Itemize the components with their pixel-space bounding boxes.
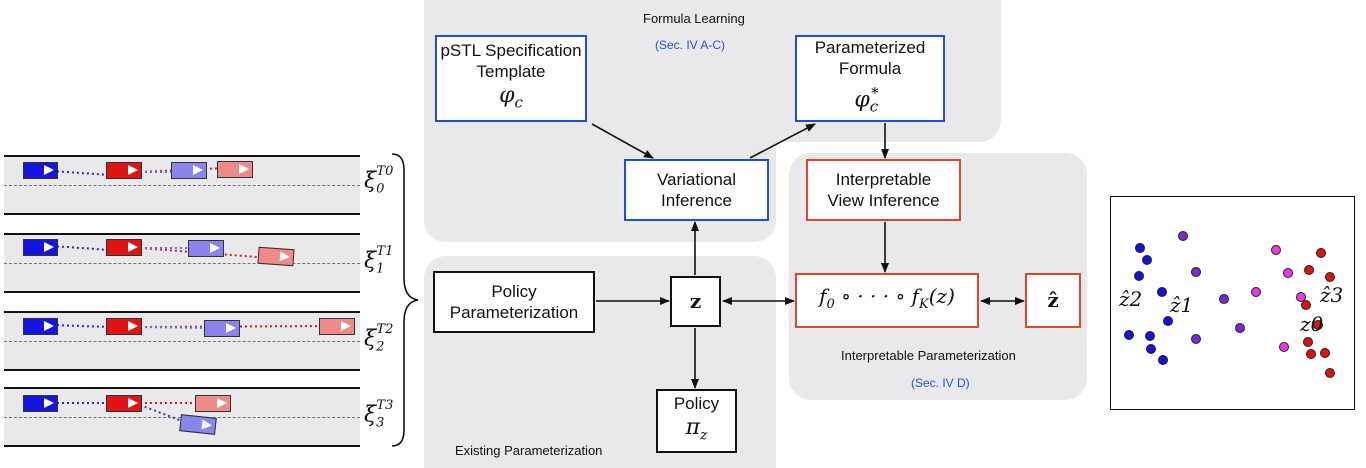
point-blue bbox=[1134, 271, 1144, 281]
point-blue bbox=[1146, 344, 1156, 354]
pstl-math: φc bbox=[499, 83, 523, 112]
view-inference-box: Interpretable View Inference bbox=[806, 159, 961, 221]
car-lblue-0 bbox=[171, 162, 207, 179]
point-blue bbox=[1142, 255, 1152, 265]
curly-brace bbox=[391, 153, 419, 447]
pstl-line1: pSTL Specification bbox=[440, 41, 582, 61]
variational-line1: Variational bbox=[656, 170, 737, 189]
point-blue bbox=[1158, 355, 1168, 365]
param-formula-math: φc* bbox=[854, 83, 879, 116]
trajectory-label-3: ξ3T3 bbox=[364, 398, 394, 431]
composition-box: f0 ∘ · · · ∘ fK(z) bbox=[795, 273, 979, 328]
interpretable-parameterization-title: Interpretable Parameterization bbox=[841, 348, 1016, 363]
view-inference-line2: View Inference bbox=[827, 191, 940, 210]
latent-space-box bbox=[1110, 196, 1355, 410]
point-red bbox=[1304, 265, 1314, 275]
car-pink-2 bbox=[319, 318, 355, 335]
point-magenta bbox=[1251, 287, 1261, 297]
car-ego-2 bbox=[23, 318, 58, 335]
formula-learning-ref: (Sec. IV A-C) bbox=[655, 38, 726, 52]
car-red-3 bbox=[106, 395, 142, 412]
point-blue bbox=[1145, 331, 1155, 341]
point-red bbox=[1320, 348, 1330, 358]
parameterized-formula-box: Parameterized Formula φc* bbox=[795, 35, 945, 122]
latent-label-z3: ẑ3 bbox=[1320, 283, 1344, 307]
car-red-0 bbox=[106, 162, 142, 179]
trajectory-label-0: ξ0T0 bbox=[364, 164, 394, 197]
point-magenta bbox=[1271, 245, 1281, 255]
arrow-pstl-to-variational bbox=[591, 123, 654, 159]
policy-param-line1: Policy bbox=[491, 282, 537, 301]
point-blue bbox=[1163, 316, 1173, 326]
latent-label-z0: z0 bbox=[1300, 312, 1324, 336]
pstl-line2: Template bbox=[476, 62, 546, 82]
latent-label-z1: ẑ1 bbox=[1170, 293, 1194, 317]
point-red bbox=[1325, 368, 1335, 378]
latent-label-z2: ẑ2 bbox=[1119, 287, 1143, 311]
policy-math: πz bbox=[685, 414, 708, 444]
zhat-symbol: ẑ bbox=[1047, 288, 1059, 312]
car-red-1 bbox=[106, 239, 142, 256]
trajectory-label-1: ξ1T1 bbox=[364, 244, 394, 277]
z-box: z bbox=[670, 276, 721, 327]
point-blue bbox=[1157, 287, 1167, 297]
point-red bbox=[1316, 248, 1326, 258]
point-blue bbox=[1124, 330, 1134, 340]
variational-line2: Inference bbox=[661, 191, 732, 210]
policy-box: Policy πz bbox=[656, 389, 737, 453]
car-lblue-2 bbox=[204, 320, 240, 337]
interpretable-parameterization-ref: (Sec. IV D) bbox=[911, 376, 970, 390]
point-purple bbox=[1178, 231, 1188, 241]
variational-inference-box: Variational Inference bbox=[624, 159, 769, 221]
car-pink-3 bbox=[195, 395, 231, 412]
policy-line1: Policy bbox=[673, 393, 720, 413]
trajectory-label-2: ξ2T2 bbox=[364, 322, 394, 355]
point-magenta bbox=[1279, 342, 1289, 352]
lane-divider-0 bbox=[4, 185, 360, 186]
lane-divider-2 bbox=[4, 341, 360, 342]
arrow-variational-to-formula bbox=[749, 123, 816, 159]
view-inference-line1: Interpretable bbox=[835, 170, 932, 189]
car-ego-1 bbox=[23, 239, 58, 256]
param-formula-line2: Formula bbox=[838, 58, 902, 78]
point-red bbox=[1313, 320, 1323, 330]
z-symbol: z bbox=[689, 289, 702, 313]
traj-3-lblue bbox=[139, 404, 191, 425]
car-pink-0 bbox=[217, 161, 253, 178]
point-blue bbox=[1135, 243, 1145, 253]
point-red bbox=[1301, 300, 1311, 310]
param-formula-line1: Parameterized bbox=[814, 37, 926, 57]
car-lblue-1 bbox=[188, 240, 224, 257]
car-ego-0 bbox=[23, 162, 58, 179]
policy-parameterization-box: Policy Parameterization bbox=[433, 271, 595, 333]
point-red bbox=[1303, 337, 1313, 347]
car-ego-3 bbox=[23, 395, 58, 412]
point-red bbox=[1325, 272, 1335, 282]
traj-0-red bbox=[139, 167, 226, 173]
point-purple bbox=[1235, 323, 1245, 333]
car-red-2 bbox=[106, 318, 142, 335]
point-purple bbox=[1191, 267, 1201, 277]
existing-parameterization-title: Existing Parameterization bbox=[455, 443, 603, 458]
formula-learning-title: Formula Learning bbox=[643, 11, 745, 26]
point-purple bbox=[1191, 334, 1201, 344]
zhat-box: ẑ bbox=[1025, 273, 1081, 328]
pstl-template-box: pSTL Specification Template φc bbox=[435, 35, 587, 122]
lane-divider-1 bbox=[4, 263, 360, 264]
point-red bbox=[1306, 349, 1316, 359]
composition-math: f0 ∘ · · · ∘ fK(z) bbox=[819, 284, 955, 312]
point-purple bbox=[1219, 294, 1229, 304]
point-magenta bbox=[1283, 268, 1293, 278]
policy-param-line2: Parameterization bbox=[449, 303, 579, 322]
